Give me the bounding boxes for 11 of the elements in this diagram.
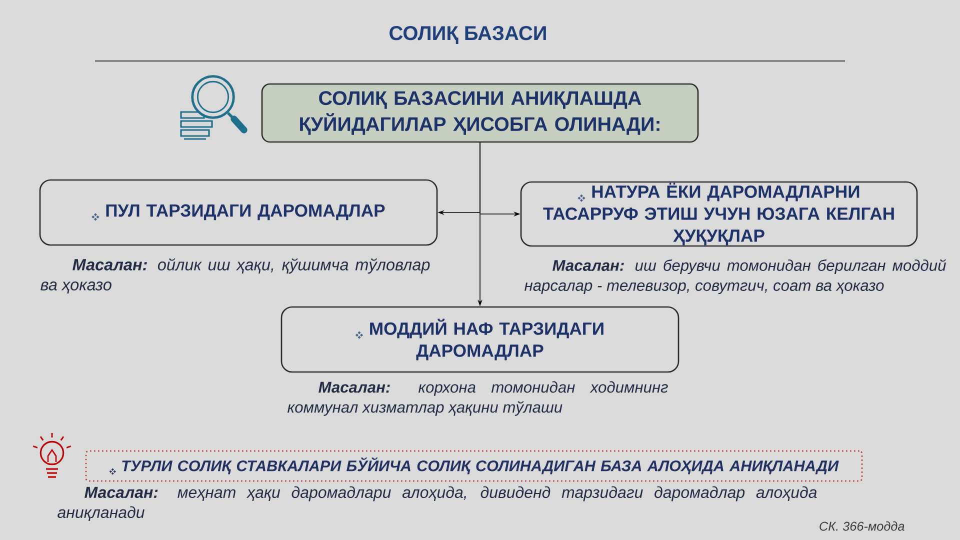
note-box: ТУРЛИ СОЛИҚ СТАВКАЛАРИ БЎЙИЧА СОЛИҚ СОЛИНАДИГАН БАЗА АЛОҲИДА АНИҚЛАНАДИ: [85, 450, 863, 482]
example-text: Масалан: меҳнат ҳақи даромадлари алоҳида, дивиденд тарзидаги даромадлар алоҳида аниқланади: [58, 486, 817, 522]
example-text: Масалан: ойлик иш ҳақи, қўшимча тўловлар ва ҳоказо: [40, 258, 430, 294]
source-note: СК. 366-модда: [820, 521, 904, 531]
category-box: МОДДИЙ НАФ ТАРЗИДАГИ ДАРОМАДЛАР: [280, 306, 680, 373]
category-box: ПУЛ ТАРЗИДАГИ ДАРОМАДЛАР: [39, 179, 438, 246]
example-text: Масалан: иш берувчи томонидан берилган моддий нарсалар - телевизор, совутгич, соат ва ҳоказо: [524, 259, 946, 294]
example-text: Масалан: корхона томонидан ходимнинг коммунал хизматлар ҳақини тўлаши: [288, 381, 668, 416]
category-box: НАТУРА ЁКИ ДАРОМАДЛАРНИ ТАСАРРУФ ЭТИШ УЧУН ЮЗАГА КЕЛГАН ҲУҚУҚЛАР: [520, 181, 918, 247]
heading-box: СОЛИҚ БАЗАСИНИ АНИҚЛАШДА ҚУЙИДАГИЛАР ҲИСОБГА ОЛИНАДИ:: [261, 83, 699, 143]
title: СОЛИҚ БАЗАСИ: [390, 26, 546, 44]
